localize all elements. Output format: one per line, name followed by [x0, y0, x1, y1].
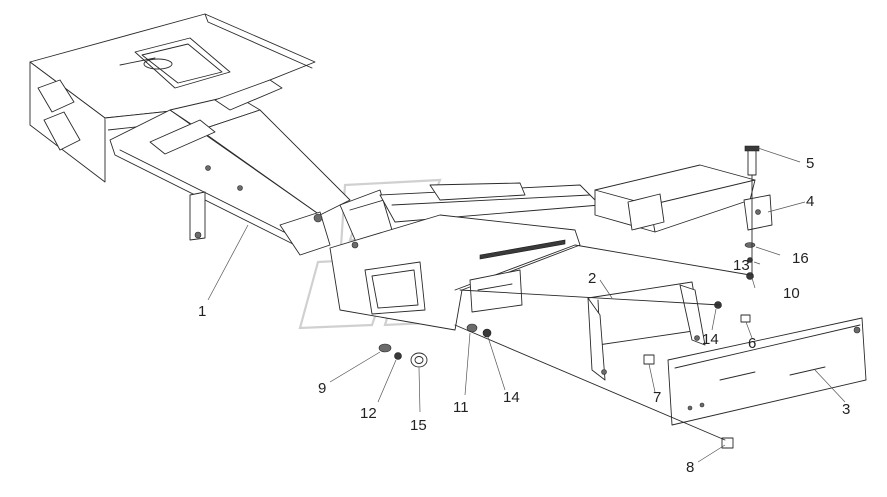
nut-9	[378, 343, 392, 353]
callout-labels: 1 2 3 4 5 6 7 8 9 10 11 12 13 14 14 15 1…	[198, 155, 850, 476]
callout-6: 6	[748, 335, 756, 352]
callout-8: 8	[686, 459, 694, 476]
nut-14-left	[482, 328, 492, 338]
washer-16	[744, 242, 756, 248]
side-plate	[329, 214, 581, 331]
callout-11: 11	[453, 399, 469, 416]
main-frame-part-1	[29, 13, 393, 256]
callout-10: 10	[783, 285, 800, 302]
cover-plate-part-3	[667, 317, 867, 426]
washer-12	[394, 352, 402, 360]
callout-1: 1	[198, 303, 206, 320]
callout-2: 2	[588, 270, 596, 287]
angle-bracket-part-4	[743, 194, 773, 231]
bolt-7	[643, 354, 655, 365]
callout-9: 9	[318, 380, 326, 397]
callout-16: 16	[792, 250, 809, 267]
washer-13	[747, 257, 753, 263]
callout-3: 3	[842, 401, 850, 418]
callout-14-right: 14	[702, 331, 719, 348]
bushing-15	[410, 352, 428, 368]
callout-12: 12	[360, 405, 377, 422]
leader-lines	[207, 147, 846, 463]
callout-14-left: 14	[503, 389, 520, 406]
callout-7: 7	[653, 389, 661, 406]
bolt-5	[747, 149, 757, 176]
callout-4: 4	[806, 193, 814, 210]
assembly-lines	[454, 174, 753, 441]
bolt-6	[740, 314, 751, 323]
callout-5: 5	[806, 155, 814, 172]
rear-arm	[379, 164, 756, 233]
callout-15: 15	[410, 417, 427, 434]
callout-13: 13	[733, 257, 750, 274]
bracket-part-2	[587, 281, 706, 381]
